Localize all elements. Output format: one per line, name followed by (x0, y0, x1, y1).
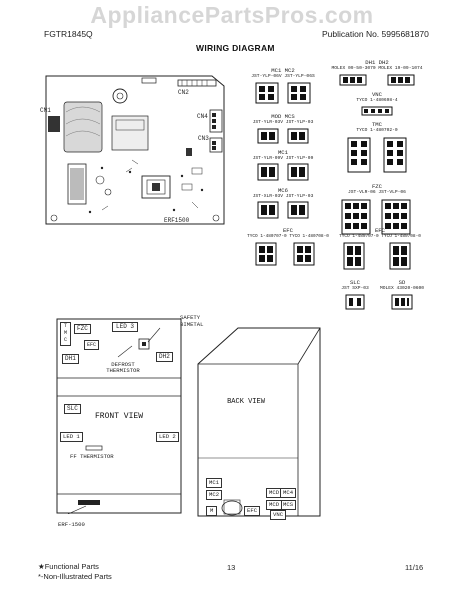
mod-label: MCD (266, 500, 283, 510)
page-number: 13 (227, 563, 236, 572)
mcs-label: MCS (280, 500, 297, 510)
dh2-connector-label: DH2 (156, 352, 173, 362)
back-view-panel: BACK VIEW MC1 MC2 MCD MC4 MCS MCD M EFC … (194, 326, 322, 522)
watermark: AppliancePartsPros.com (90, 2, 374, 28)
connector-title: SD (398, 279, 406, 286)
control-board: CN2 CN1 CN4 CN3 ERF1500 (40, 72, 228, 230)
connector-icon (391, 294, 413, 310)
model-number: FGTR1845Q (44, 29, 93, 39)
led3-label: LED 3 (112, 322, 139, 332)
connector-part: MOLEX 09-50-3070 MOLEX 19-09-1074 (331, 66, 423, 71)
ff-thermistor-label: FF THERMISTOR (70, 453, 114, 460)
connector-mc1-single: MC1 JST-YLR-09V JST-YLP-09 (250, 150, 316, 184)
connector-part: JST-VLR-06 JST-VLP-06 (348, 190, 406, 195)
connector-icon (255, 242, 315, 266)
connector-mod-mcs: MOD MCS JST-YLR-03V JST-YLP-03 (250, 114, 316, 148)
connector-icon (347, 137, 407, 173)
connector-part: TYCO 1-480698-4 (356, 98, 398, 103)
connector-mc1-mc2: MC1 MC2 JST-YLP-06V JST-YLP-06S (250, 68, 316, 108)
connector-part: JST-YLP-06V JST-YLP-06S (251, 74, 315, 79)
connector-title: FZC (371, 183, 383, 190)
led2-label: LED 2 (156, 432, 179, 442)
connector-title: MC1 (277, 149, 289, 156)
connector-part: TYCO 1-480707-0 TYCO 1-480708-0 (339, 234, 421, 239)
connector-vnc: VNC TYCO 1-480698-4 (326, 92, 428, 118)
connector-icon (343, 242, 411, 270)
back-view-title: BACK VIEW (227, 398, 265, 406)
front-view-outline (56, 318, 182, 515)
connector-sd: SD MOLEX 43020-0600 (376, 280, 428, 314)
connector-title: TMC (371, 121, 383, 128)
connector-fzc: FZC JST-VLR-06 JST-VLP-06 (326, 184, 428, 240)
cn2-label: CN2 (178, 89, 189, 96)
front-view-title: FRONT VIEW (94, 412, 143, 421)
mc2-label: MC2 (206, 490, 223, 500)
connector-icon (361, 106, 393, 116)
mc1-label: MC1 (206, 478, 223, 488)
dh1-connector-label: DH1 (62, 354, 79, 364)
fzc-connector-label: FZC (74, 324, 91, 334)
page-title: WIRING DIAGRAM (196, 43, 275, 53)
mc4-label: MC4 (280, 488, 297, 498)
safety-bimetal-label: SAFETY BIMETAL (180, 314, 204, 328)
vnc-label: VNC (270, 510, 287, 520)
connector-part: TYCO 1-480707-0 TYCO 1-480708-0 (247, 234, 329, 239)
connector-part: JST-YLR-09V JST-YLP-09 (252, 156, 314, 161)
connector-title: EFC (282, 227, 294, 234)
connector-mc6: MC6 JST-XLR-03V JST-YLP-03 (250, 188, 316, 222)
slc-connector-label: SLC (64, 404, 81, 414)
connector-icon (257, 128, 309, 144)
connector-title: MC1 MC2 (271, 67, 295, 74)
connector-tmc: TMC TYCO 1-480702-0 (326, 122, 428, 178)
board-name-label: ERF1500 (164, 217, 190, 224)
connector-title: VNC (371, 91, 383, 98)
publication-number: Publication No. 5995681870 (322, 29, 429, 39)
connector-dh1-dh2: DH1 DH2 MOLEX 09-50-3070 MOLEX 19-09-107… (326, 60, 428, 90)
efc-connector-label: EFC (84, 340, 100, 350)
cn4-label: CN4 (197, 113, 208, 120)
connector-icon (255, 82, 311, 104)
connector-part: JST-XLR-03V JST-YLP-03 (252, 194, 314, 199)
revision-date: 11/16 (405, 563, 424, 572)
connector-part: JST-YLR-03V JST-YLP-03 (252, 120, 314, 125)
tmc-connector-label: T M C (60, 322, 71, 346)
connector-efc-a: EFC TYCO 1-480707-0 TYCO 1-480708-0 (246, 228, 330, 268)
connector-title: DH1 DH2 (365, 59, 389, 66)
connector-part: JST SXP-03 (341, 286, 369, 291)
connector-title: EFC (374, 227, 386, 234)
back-view-outline (197, 327, 321, 517)
connector-icon (345, 294, 365, 310)
efc-back-label: EFC (244, 506, 261, 516)
connector-icon (257, 201, 309, 219)
connector-efc-b: EFC TYCO 1-480707-0 TYCO 1-480708-0 (332, 228, 428, 272)
connector-title: MOD MCS (271, 113, 295, 120)
front-view-panel: T M C FZC EFC LED 3 DH1 DH2 DEFROST THER… (56, 318, 182, 515)
led1-label: LED 1 (60, 432, 83, 442)
connector-part: TYCO 1-480702-0 (356, 128, 398, 133)
cn3-label: CN3 (198, 135, 209, 142)
connector-title: SLC (349, 279, 361, 286)
functional-parts-note: ★Functional Parts (38, 562, 99, 571)
control-board-drawing (45, 75, 225, 225)
defrost-thermistor-label: DEFROST THERMISTOR (106, 361, 140, 374)
non-illustrated-parts-note: *-Non-Illustrated Parts (38, 572, 112, 581)
cn1-label: CN1 (40, 107, 51, 114)
connector-part: MOLEX 43020-0600 (379, 286, 425, 291)
connector-icon (257, 163, 309, 181)
m-label: M (206, 506, 218, 516)
connector-icon (341, 199, 411, 235)
connector-icon (339, 74, 415, 86)
connector-slc: SLC JST SXP-03 (330, 280, 380, 314)
erf-board-label: ERF-1500 (58, 521, 85, 528)
connector-title: MC6 (277, 187, 289, 194)
